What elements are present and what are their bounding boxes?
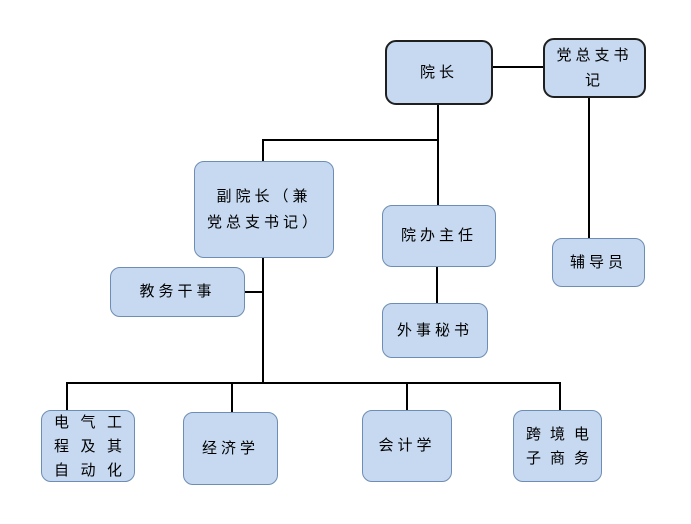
org-node-label: 教务干事	[139, 282, 216, 301]
connector-line	[588, 97, 590, 239]
org-node-label: 院长	[419, 62, 458, 81]
org-node-economics: 经济学	[183, 412, 278, 485]
org-node-label: 会计学	[378, 436, 436, 455]
org-node-office-director: 院办主任	[382, 205, 496, 267]
org-node-label: 院办主任	[400, 226, 477, 245]
org-node-dean: 院长	[385, 40, 493, 105]
org-node-accounting: 会计学	[362, 410, 452, 482]
org-node-label: 记	[584, 71, 604, 89]
org-node-label: 经济学	[201, 438, 259, 457]
org-node-label: 子商务	[526, 449, 589, 467]
connector-line	[559, 382, 561, 411]
connector-line	[66, 382, 561, 384]
org-node-academic-affairs-officer: 教务干事	[110, 267, 245, 317]
org-node-label: 自动化	[54, 461, 122, 479]
connector-line	[262, 257, 264, 384]
org-node-label: 程及其	[54, 437, 122, 455]
org-node-label: 辅导员	[569, 252, 627, 271]
org-node-label: 党总支书	[556, 45, 633, 64]
connector-line	[436, 266, 438, 304]
org-node-label: 跨境电	[526, 425, 589, 443]
org-node-counselor: 辅导员	[552, 238, 645, 287]
org-node-label: 电气工	[54, 413, 122, 431]
org-node-cross-border-ecommerce: 跨境电子商务	[513, 410, 602, 482]
connector-line	[492, 66, 544, 68]
org-node-label: 副院长（兼	[216, 187, 312, 205]
connector-line	[244, 291, 264, 293]
connector-line	[437, 104, 439, 206]
org-node-label: 外事秘书	[396, 320, 473, 339]
org-node-vice-dean: 副院长（兼党总支书记）	[194, 161, 334, 258]
org-node-party-branch-secretary: 党总支书记	[543, 38, 646, 98]
connector-line	[262, 139, 264, 162]
connector-line	[66, 382, 68, 411]
org-node-electrical-engineering: 电气工程及其自动化	[41, 410, 135, 482]
org-node-foreign-affairs-secretary: 外事秘书	[382, 303, 488, 358]
org-node-label: 党总支书记）	[206, 212, 321, 231]
connector-line	[262, 139, 439, 141]
connector-line	[231, 382, 233, 413]
connector-line	[406, 382, 408, 411]
